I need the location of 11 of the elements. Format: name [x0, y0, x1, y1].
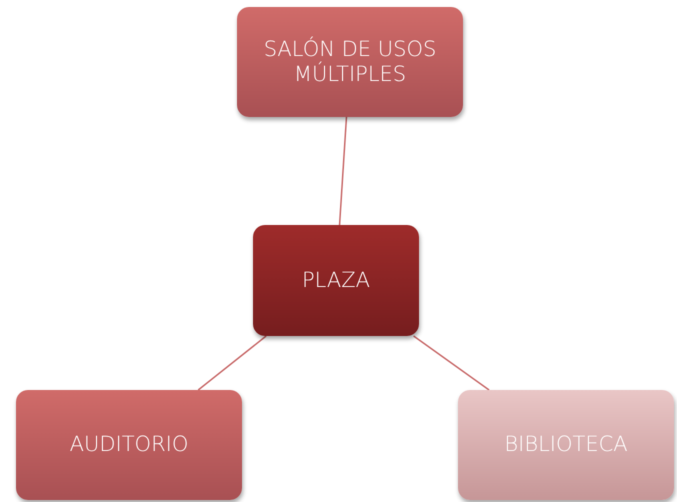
box-label: AUDITORIO: [68, 432, 190, 458]
topic-box: [16, 390, 242, 500]
connector-line: [198, 335, 267, 391]
box-label: PLAZA: [301, 268, 371, 294]
connector-line: [338, 116, 348, 226]
topic-box: [253, 225, 419, 336]
topic-box: [237, 7, 463, 117]
topic-box: [458, 390, 674, 500]
box-label: SALÓN DE USOS MÚLTIPLES: [262, 36, 438, 88]
connector-line: [413, 335, 490, 391]
box-label: BIBLIOTECA: [503, 432, 629, 458]
